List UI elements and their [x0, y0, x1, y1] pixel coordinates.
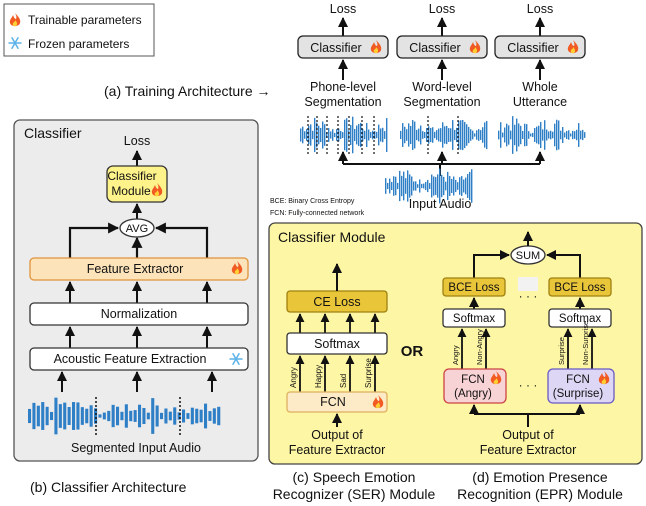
training-architecture: (a) Training Architecture → Loss Classif… — [104, 2, 586, 211]
classifier-module-panel: Classifier Module CE Loss Softmax Angry … — [268, 222, 643, 465]
classifier-label-phone: Classifier — [310, 41, 361, 55]
epr-label-non-surprise: Non-Surprise — [581, 321, 590, 365]
phone-seg-line2: Segmentation — [304, 95, 381, 109]
loss-label-whole: Loss — [527, 2, 553, 16]
classifier-module-line2: Module — [111, 184, 151, 198]
classifier-label-whole: Classifier — [507, 41, 558, 55]
classifier-label-word: Classifier — [409, 41, 460, 55]
waveform-segmented — [28, 397, 221, 435]
epr-softmax-label-surprise: Softmax — [559, 313, 601, 325]
ser-caption-line2: Recognizer (SER) Module — [273, 486, 436, 502]
waveform-phone — [300, 116, 388, 154]
ser-output-line1: Output of — [311, 428, 363, 442]
or-label: OR — [401, 343, 424, 360]
epr-module: SUM BCE Loss BCE Loss · · · Softmax Soft… — [442, 231, 615, 457]
bce-loss-box-angry — [442, 277, 506, 297]
epr-dots-bottom: · · · — [519, 378, 538, 392]
waveform-input — [385, 168, 473, 204]
legend-trainable: Trainable parameters — [28, 13, 142, 27]
epr-softmax-box-angry — [442, 308, 506, 328]
ser-softmax-box — [286, 332, 388, 355]
epr-softmax-box-surprise — [548, 308, 612, 328]
training-caption: (a) Training Architecture → — [104, 83, 271, 99]
loss-label-phone: Loss — [330, 2, 356, 16]
ser-fcn-box — [286, 391, 388, 413]
legend: Trainable parameters Frozen parameters — [3, 3, 155, 57]
ser-module: CE Loss Softmax Angry Happy Sad Surprise — [286, 263, 388, 457]
epr-output-line1: Output of — [502, 428, 554, 442]
epr-caption-line2: Recognition (EPR) Module — [457, 486, 623, 502]
bce-note: BCE: Binary Cross Entropy — [270, 198, 355, 205]
fcn-angry-box — [443, 368, 507, 404]
classifier-module-line1: Classifier — [107, 169, 156, 183]
epr-dots-top: · · · — [519, 289, 538, 303]
ce-loss-label: CE Loss — [313, 295, 360, 309]
ser-label-angry: Angry — [289, 367, 298, 388]
bce-loss-label-angry: BCE Loss — [448, 282, 499, 294]
bce-loss-placeholder — [518, 277, 538, 291]
normalization-box — [29, 302, 249, 326]
epr-label-surprise: Surprise — [557, 337, 566, 365]
fcn-surprise-box — [547, 368, 615, 404]
bce-loss-box-surprise — [548, 277, 612, 297]
feature-extractor-label: Feature Extractor — [87, 262, 184, 276]
ser-softmax-label: Softmax — [314, 337, 361, 351]
whole-line2: Utterance — [513, 95, 567, 109]
normalization-label: Normalization — [101, 307, 177, 321]
fcn-surprise-line2: (Surprise) — [553, 388, 604, 400]
avg-label: AVG — [126, 223, 148, 235]
epr-caption-line1: (d) Emotion Presence — [472, 469, 608, 485]
word-seg-line1: Word-level — [412, 80, 472, 94]
epr-label-non-angry: Non-Angry — [475, 329, 484, 365]
phone-seg-line1: Phone-level — [310, 80, 376, 94]
ser-label-happy: Happy — [314, 365, 323, 388]
fcn-surprise-line1: FCN — [566, 374, 590, 386]
ser-fcn-label: FCN — [320, 395, 346, 409]
phone-segment-dividers — [307, 116, 375, 156]
fcn-angry-line1: FCN — [461, 374, 485, 386]
whole-line1: Whole — [522, 80, 557, 94]
epr-label-angry: Angry — [451, 345, 460, 365]
bce-loss-label-surprise: BCE Loss — [554, 282, 605, 294]
classifier-box-whole — [494, 35, 586, 59]
waveform-word — [400, 119, 488, 151]
fcn-note: FCN: Fully-connected network — [270, 210, 365, 217]
classifier-panel-title: Classifier — [24, 125, 82, 141]
classifier-loss-label: Loss — [124, 134, 150, 148]
word-segment-dividers — [427, 116, 459, 156]
word-seg-line2: Segmentation — [403, 95, 480, 109]
ser-label-surprise: Surprise — [364, 358, 373, 388]
feature-extractor-box — [29, 257, 249, 281]
ser-label-sad: Sad — [339, 374, 348, 388]
sum-label: SUM — [516, 250, 540, 262]
module-panel-title: Classifier Module — [278, 229, 386, 245]
classifier-panel: Classifier Loss Classifier Module AVG Fe… — [13, 119, 259, 462]
ser-caption-line1: (c) Speech Emotion — [293, 469, 416, 485]
acoustic-feature-box — [29, 347, 249, 371]
waveform-whole — [498, 116, 586, 154]
input-audio-label: Input Audio — [409, 197, 472, 211]
segmented-input-audio-label: Segmented Input Audio — [71, 441, 201, 455]
epr-output-line2: Feature Extractor — [480, 443, 577, 457]
legend-frozen: Frozen parameters — [28, 37, 129, 51]
acoustic-feature-label: Acoustic Feature Extraction — [54, 352, 207, 366]
classifier-architecture-caption: (b) Classifier Architecture — [30, 479, 187, 495]
epr-softmax-label-angry: Softmax — [453, 313, 495, 325]
loss-label-word: Loss — [429, 2, 455, 16]
ser-output-line2: Feature Extractor — [289, 443, 386, 457]
classifier-box-word — [396, 35, 488, 59]
classifier-box-phone — [297, 35, 389, 59]
fcn-angry-line2: (Angry) — [454, 388, 492, 400]
